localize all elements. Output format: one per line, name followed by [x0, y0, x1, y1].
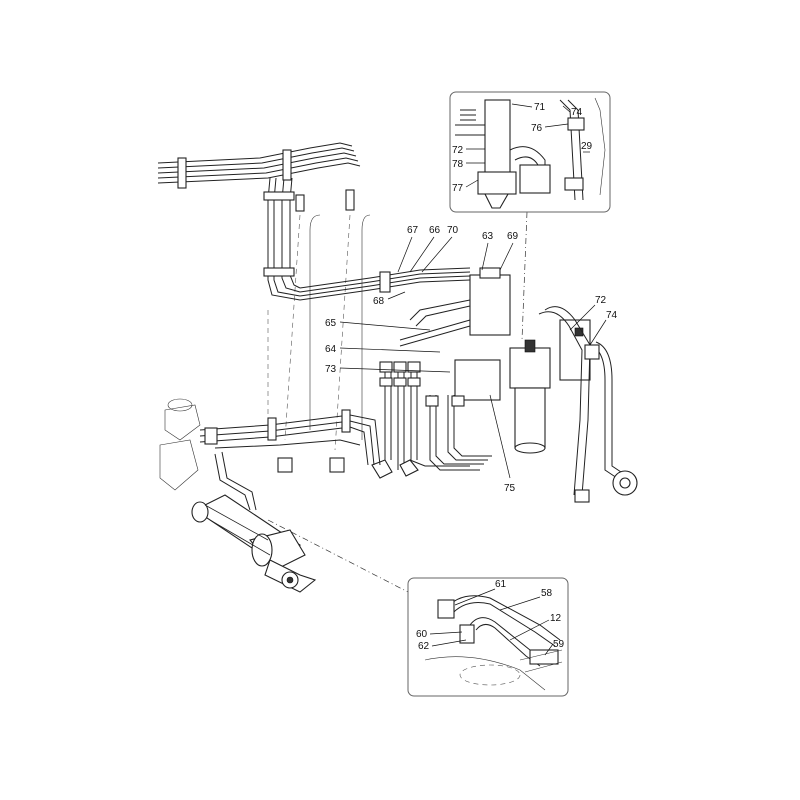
- leader-lines: [339, 103, 607, 656]
- callout-74-inset: 74: [571, 107, 583, 118]
- callout-78: 78: [452, 159, 464, 170]
- callouts-inset-top: 71 74 76 72 29 78 77: [452, 102, 593, 194]
- callout-61: 61: [495, 579, 507, 590]
- callout-29: 29: [581, 141, 593, 152]
- callout-66: 66: [429, 225, 441, 236]
- callout-75: 75: [504, 483, 516, 494]
- callout-69: 69: [507, 231, 519, 242]
- inset-bottom-detail: [407, 577, 569, 697]
- callout-76: 76: [531, 123, 543, 134]
- callout-73: 73: [325, 364, 337, 375]
- callout-62: 62: [418, 641, 430, 652]
- callout-72-inset: 72: [452, 145, 464, 156]
- callout-58: 58: [541, 588, 553, 599]
- callout-71: 71: [534, 102, 546, 113]
- callout-70: 70: [447, 225, 459, 236]
- callout-65: 65: [325, 318, 337, 329]
- inset-top-detail: [449, 91, 611, 213]
- callout-77: 77: [452, 183, 464, 194]
- callout-63: 63: [482, 231, 494, 242]
- callout-72-main: 72: [595, 295, 607, 306]
- upper-hose-bundle: [157, 142, 471, 440]
- callouts-inset-bottom: 61 58 12 60 62 59: [416, 579, 565, 652]
- callout-68: 68: [373, 296, 385, 307]
- hydraulic-cylinder: [191, 494, 317, 593]
- right-hoses: [538, 306, 638, 503]
- callout-59: 59: [553, 639, 565, 650]
- control-valve: [454, 267, 591, 454]
- callout-64: 64: [325, 344, 337, 355]
- vertical-hoses: [371, 299, 492, 479]
- callout-67: 67: [407, 225, 419, 236]
- callouts-main: 67 66 70 63 69 68 65 64 73 75 72 74: [325, 225, 618, 494]
- lower-hose-run: [159, 398, 381, 511]
- callout-12: 12: [550, 613, 562, 624]
- callout-74-main: 74: [606, 310, 618, 321]
- callout-60: 60: [416, 629, 428, 640]
